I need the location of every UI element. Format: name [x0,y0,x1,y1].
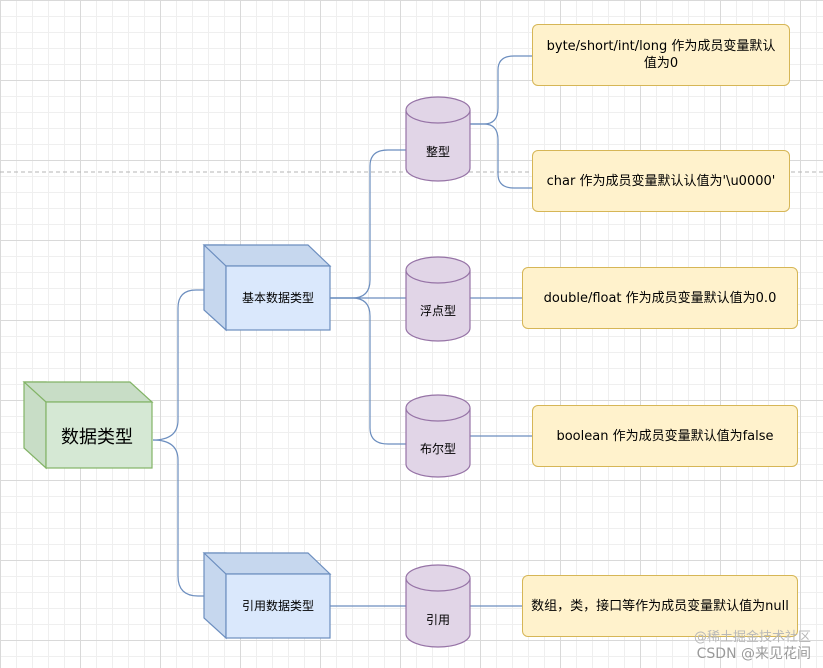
basic-types-node: 基本数据类型 [202,244,332,332]
integer-type-label: 整型 [426,144,450,159]
note-boolean-default: boolean 作为成员变量默认值为false [532,405,798,467]
integer-type-node: 整型 [405,96,471,182]
note-integer-default: byte/short/int/long 作为成员变量默认值为0 [532,24,790,86]
edge-basic-to-boolean [330,297,406,445]
watermark: @稀土掘金技术社区 CSDN @来见花间 [694,630,811,662]
edge-basic-to-integer [330,149,406,299]
edge-root-to-reference [152,439,204,597]
reference-types-node: 引用数据类型 [202,552,332,640]
note-float-default: double/float 作为成员变量默认值为0.0 [522,267,798,329]
note-reference-default: 数组，类，接口等作为成员变量默认值为null [522,575,798,637]
watermark-line-1: @稀土掘金技术社区 [693,630,811,645]
root-node: 数据类型 [22,381,154,470]
basic-types-label: 基本数据类型 [242,290,314,305]
reference-type-label: 引用 [426,613,450,627]
watermark-line-2: CSDN @来见花间 [696,646,811,662]
connectors [152,55,532,607]
float-type-label: 浮点型 [420,304,456,318]
reference-types-label: 引用数据类型 [242,598,314,613]
edge-integer-to-char-note [470,123,532,189]
note-char-default: char 作为成员变量默认认值为'\u0000' [532,150,790,212]
boolean-type-node: 布尔型 [405,394,471,478]
root-label: 数据类型 [61,427,133,448]
reference-type-node: 引用 [405,564,471,648]
edge-root-to-basic [152,289,204,441]
boolean-type-label: 布尔型 [420,441,456,456]
float-type-node: 浮点型 [405,256,471,342]
edge-integer-to-long-note [470,55,532,125]
